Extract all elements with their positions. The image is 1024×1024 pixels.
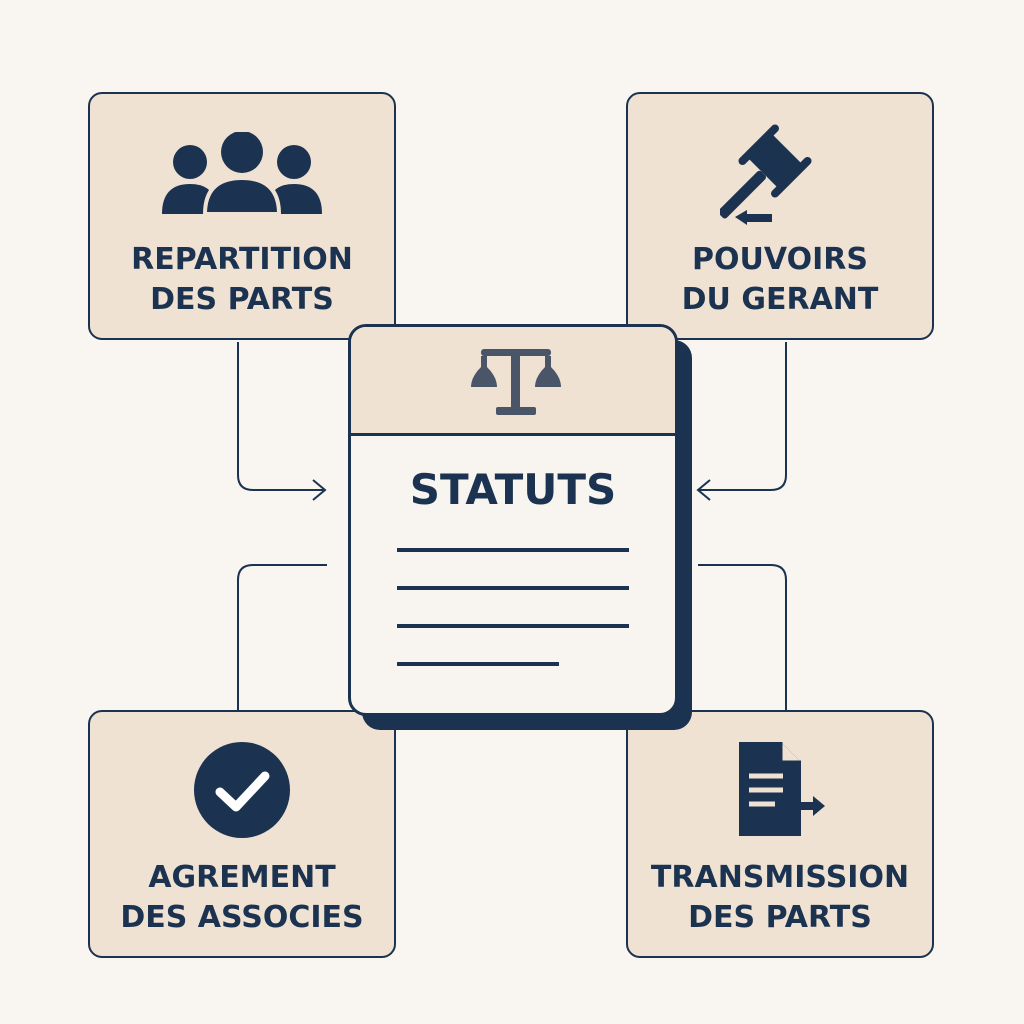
gavel-icon	[720, 124, 812, 225]
connector-bottom-right	[698, 564, 787, 710]
connector-bottom-left	[237, 564, 327, 710]
scales-icon	[471, 349, 561, 415]
connector-top-right	[696, 342, 787, 501]
text-line	[397, 662, 559, 666]
text-line	[397, 624, 629, 628]
connector-top-left	[237, 342, 327, 501]
statuts-document: STATUTS	[348, 324, 678, 716]
text-line	[397, 586, 629, 590]
group-icon	[162, 132, 322, 216]
document-header	[351, 327, 675, 436]
document-title: STATUTS	[409, 465, 617, 514]
text-line	[397, 548, 629, 552]
document-transfer-icon	[739, 742, 825, 836]
check-circle-icon	[194, 742, 290, 838]
